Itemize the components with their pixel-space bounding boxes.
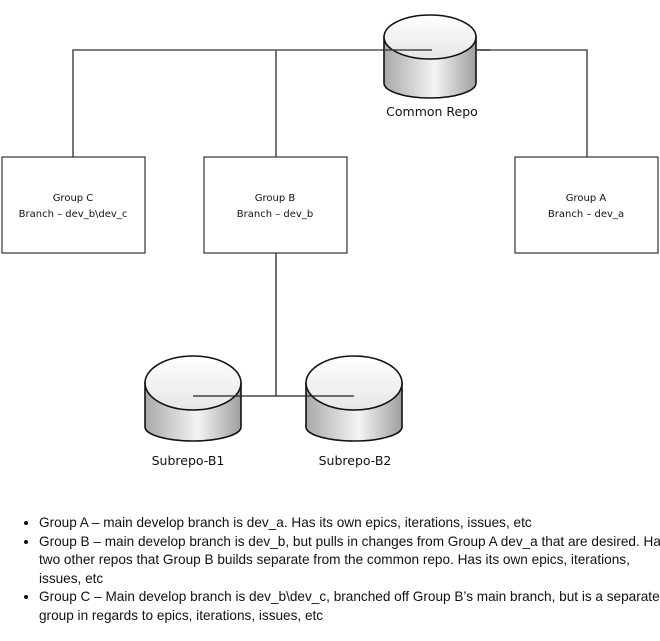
connector-common-to-group-c	[72, 49, 432, 157]
notes-list: Group A – main develop branch is dev_a. …	[14, 514, 660, 625]
group-c-title: Group C	[53, 193, 94, 204]
database-cylinder-icon	[383, 14, 477, 99]
group-b-title: Group B	[255, 193, 296, 204]
subrepo-b1-label: Subrepo-B1	[152, 453, 225, 468]
database-cylinder-icon	[305, 355, 403, 442]
group-b-box[interactable]: Group B Branch – dev_b	[203, 156, 348, 254]
subrepo-b2[interactable]: Subrepo-B2	[305, 355, 403, 468]
connector-common-to-group-a	[472, 49, 588, 157]
note-group-b: Group B – main develop branch is dev_b, …	[39, 533, 660, 589]
subrepo-b1[interactable]: Subrepo-B1	[144, 355, 242, 468]
subrepo-b2-label: Subrepo-B2	[319, 453, 392, 468]
group-b-branch: Branch – dev_b	[237, 209, 313, 220]
database-cylinder-icon	[144, 355, 242, 442]
connector-lines	[72, 49, 588, 157]
group-c-box[interactable]: Group C Branch – dev_b\dev_c	[1, 156, 146, 254]
group-a-title: Group A	[566, 193, 607, 204]
group-c-branch: Branch – dev_b\dev_c	[19, 209, 128, 220]
note-group-a: Group A – main develop branch is dev_a. …	[39, 514, 660, 533]
group-a-branch: Branch – dev_a	[548, 209, 624, 220]
common-repo-label: Common Repo	[386, 104, 478, 119]
repo-diagram: Common Repo Group C Branch – dev_b\dev_c…	[1, 14, 659, 468]
group-a-box[interactable]: Group A Branch – dev_a	[514, 156, 659, 254]
common-repo[interactable]: Common Repo	[383, 14, 490, 119]
note-group-c: Group C – Main develop branch is dev_b\d…	[39, 588, 660, 625]
